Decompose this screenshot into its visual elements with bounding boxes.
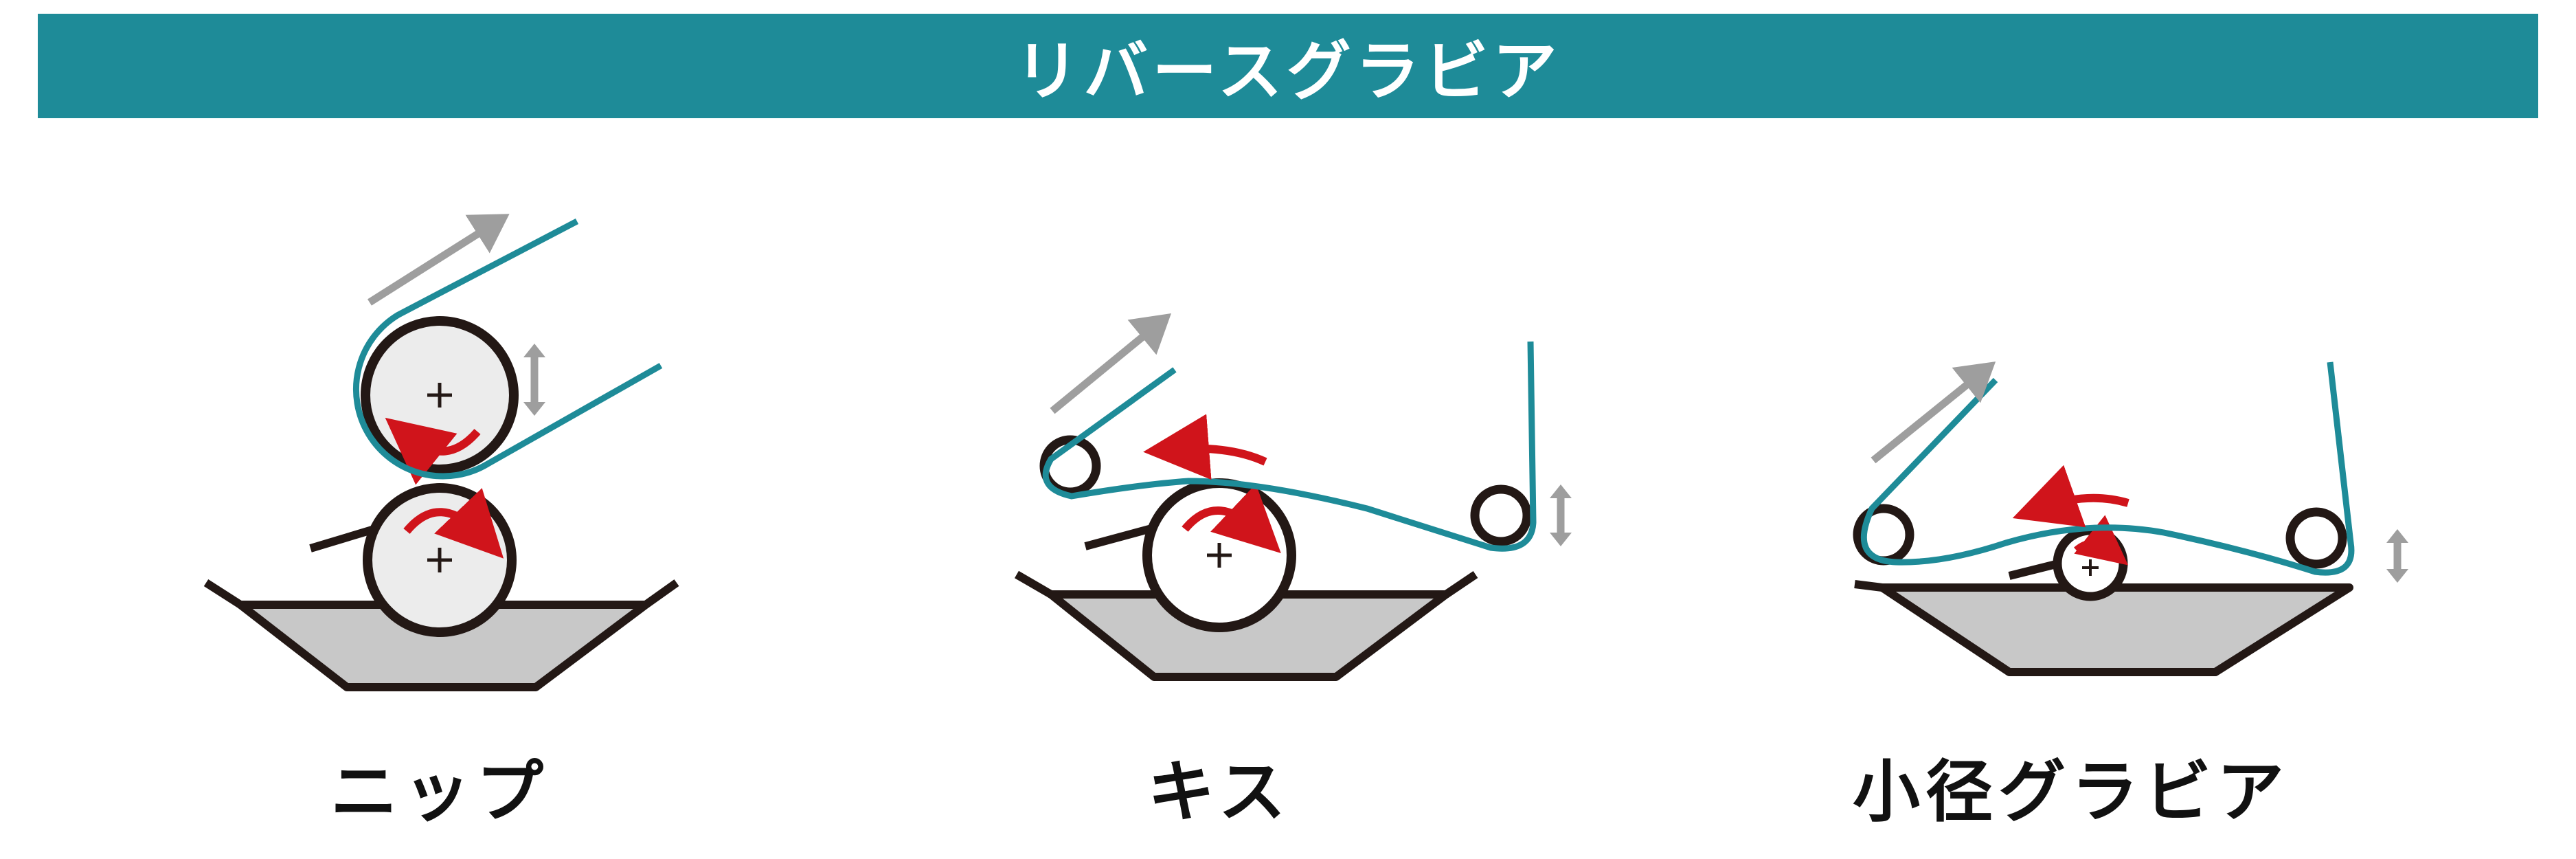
panel-nip	[203, 214, 679, 691]
title-banner: リバースグラビア	[38, 14, 2538, 118]
pan-right-rim	[643, 579, 679, 608]
pan-left-rim	[203, 579, 243, 609]
doctor-blade	[309, 525, 376, 553]
center-mark	[427, 383, 452, 408]
panel-kiss	[1014, 313, 1572, 681]
travel-arrow-icon	[368, 214, 510, 306]
pan-fill	[1047, 590, 1450, 681]
travel-arrow-icon	[1050, 313, 1172, 414]
rotation-arrow-icon	[2012, 465, 2129, 528]
rotation-arrow-icon	[403, 488, 504, 559]
pan-fill	[1878, 583, 2353, 676]
guide-roll-right	[2285, 507, 2347, 569]
rotation-arrow-icon	[385, 417, 481, 485]
up-down-arrow-icon	[1550, 484, 1572, 546]
caption-kiss: キス	[1147, 753, 1291, 832]
pan-right-rim	[1443, 571, 1478, 598]
web-film	[1042, 341, 1537, 552]
rotation-arrow-icon	[1182, 484, 1281, 554]
up-down-arrow-icon	[523, 344, 545, 416]
doctor-blade	[1084, 524, 1155, 550]
travel-arrow-icon	[1871, 361, 1996, 464]
rotation-arrow-icon	[2074, 515, 2129, 566]
up-down-arrow-icon	[2386, 529, 2408, 583]
page-title: リバースグラビア	[1015, 34, 1561, 109]
guide-roll-right	[1470, 484, 1532, 546]
pan-fill	[236, 601, 650, 691]
panel-small-gravure	[1853, 361, 2408, 676]
caption-small-gravure: 小径グラビア	[1852, 753, 2290, 832]
web-film	[1860, 361, 2355, 576]
caption-nip: ニップ	[330, 753, 549, 832]
web-film	[353, 219, 663, 480]
pan-left-rim	[1014, 570, 1054, 599]
pan-left-rim	[1854, 580, 1883, 592]
rotation-arrow-icon	[1143, 414, 1267, 480]
